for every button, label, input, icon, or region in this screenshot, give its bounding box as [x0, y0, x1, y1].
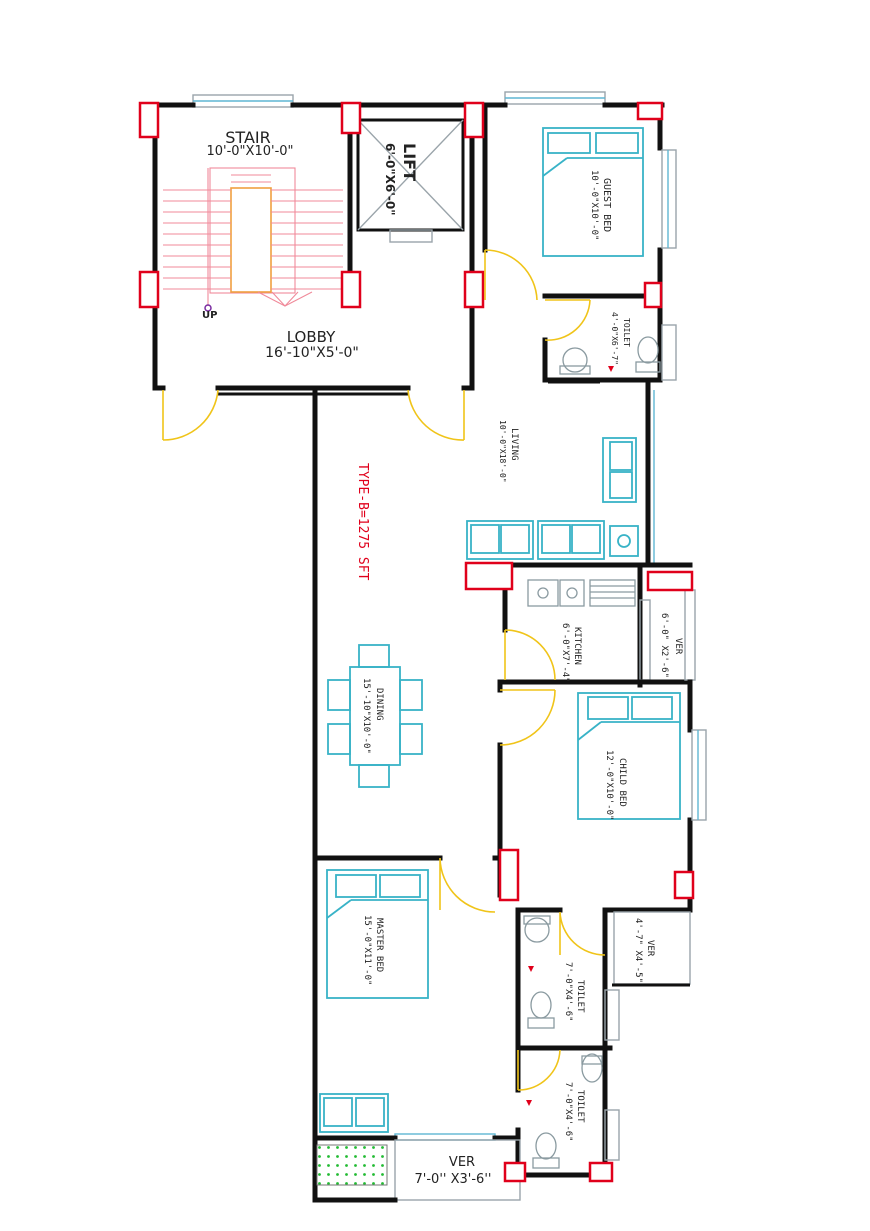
child-bed-size: 12'-0"X10'-0" — [604, 750, 614, 820]
dining-size: 15'-10"X10'-0" — [361, 678, 371, 754]
stair-size: 10'-0"X10'-0" — [206, 144, 293, 159]
column — [588, 1161, 614, 1183]
child-bed-label: CHILD BED — [617, 758, 627, 807]
toilet-top-label: TOILET — [622, 318, 631, 347]
kitchen-label: KITCHEN — [572, 627, 582, 665]
child-bed-door[interactable] — [499, 689, 556, 746]
guest-bed-label: GUEST BED — [601, 178, 612, 232]
stair-up-label: UP — [202, 310, 217, 321]
master-bed-door[interactable] — [439, 857, 496, 913]
column — [464, 561, 514, 591]
column — [643, 281, 663, 309]
dining-set — [327, 644, 423, 788]
guest-bed — [542, 127, 644, 257]
room-labels: GUEST BED 10'-0"X10'-0" TOILET 4'-0"X6'-… — [355, 170, 683, 1187]
planter — [316, 1144, 388, 1186]
core-block: LIFT 6'-0"X6'-0" — [152, 94, 488, 441]
column — [463, 101, 485, 139]
ver-top-size: 6'-0" X2'-6" — [659, 613, 669, 678]
ver-mid-size: 4'-7" X4'-5" — [633, 918, 643, 983]
column — [673, 870, 695, 900]
lobby-label: LOBBY — [287, 328, 336, 346]
column — [498, 848, 520, 902]
master-bed — [326, 869, 429, 999]
toilet-top-size: 4'-0"X6'-7" — [610, 312, 619, 365]
column — [138, 101, 160, 139]
kitchen-door[interactable] — [504, 629, 556, 681]
toilet-bot-size: 7'-0"X4'-6" — [563, 1082, 573, 1142]
toilet-mid-label: TOILET — [575, 980, 585, 1013]
lobby-door-left[interactable] — [162, 389, 219, 441]
staircase — [163, 167, 343, 312]
living-label: LIVING — [509, 428, 519, 461]
dining-label: DINING — [374, 688, 384, 721]
toilet-bot-door[interactable] — [517, 1049, 561, 1091]
column — [340, 270, 362, 309]
column — [503, 1161, 527, 1183]
column — [463, 270, 485, 309]
toilet-top-door[interactable] — [544, 299, 591, 341]
columns — [138, 101, 695, 1183]
living-size: 10'-0"X18'-0" — [498, 420, 507, 483]
column — [636, 101, 664, 121]
master-bed-label: MASTER BED — [374, 918, 384, 972]
furniture — [316, 127, 681, 1186]
lift-size: 6'-0"X6'-0" — [383, 143, 397, 215]
unit-walls — [312, 91, 707, 1203]
master-bed-size: 15'-0"X11'-0" — [362, 915, 372, 985]
column — [646, 570, 694, 592]
ver-mid-label: VER — [645, 940, 655, 957]
toilet-mid-door[interactable] — [559, 911, 606, 956]
lobby-size: 16'-10"X5'-0" — [265, 345, 359, 361]
ver-bot-label: VER — [449, 1155, 475, 1170]
main-entry-door[interactable] — [484, 249, 538, 301]
unit-type-label: TYPE-B=1275 SFT — [355, 463, 370, 581]
stair-label: STAIR — [225, 128, 270, 147]
ver-top-label: VER — [673, 638, 683, 655]
child-bed — [577, 692, 681, 820]
column — [138, 270, 160, 309]
toilet-bot-label: TOILET — [575, 1090, 585, 1123]
ver-bot-size: 7'-0'' X3'-6'' — [415, 1172, 492, 1187]
lobby-door-right[interactable] — [407, 389, 465, 441]
lift-label: LIFT — [400, 143, 419, 181]
kitchen-size: 6'-0"X7'-4" — [560, 623, 570, 683]
toilet-mid-size: 7'-0"X4'-6" — [563, 962, 573, 1022]
column — [340, 101, 362, 135]
guest-bed-size: 10'-0"X10'-0" — [589, 170, 599, 240]
doors — [439, 249, 606, 1091]
